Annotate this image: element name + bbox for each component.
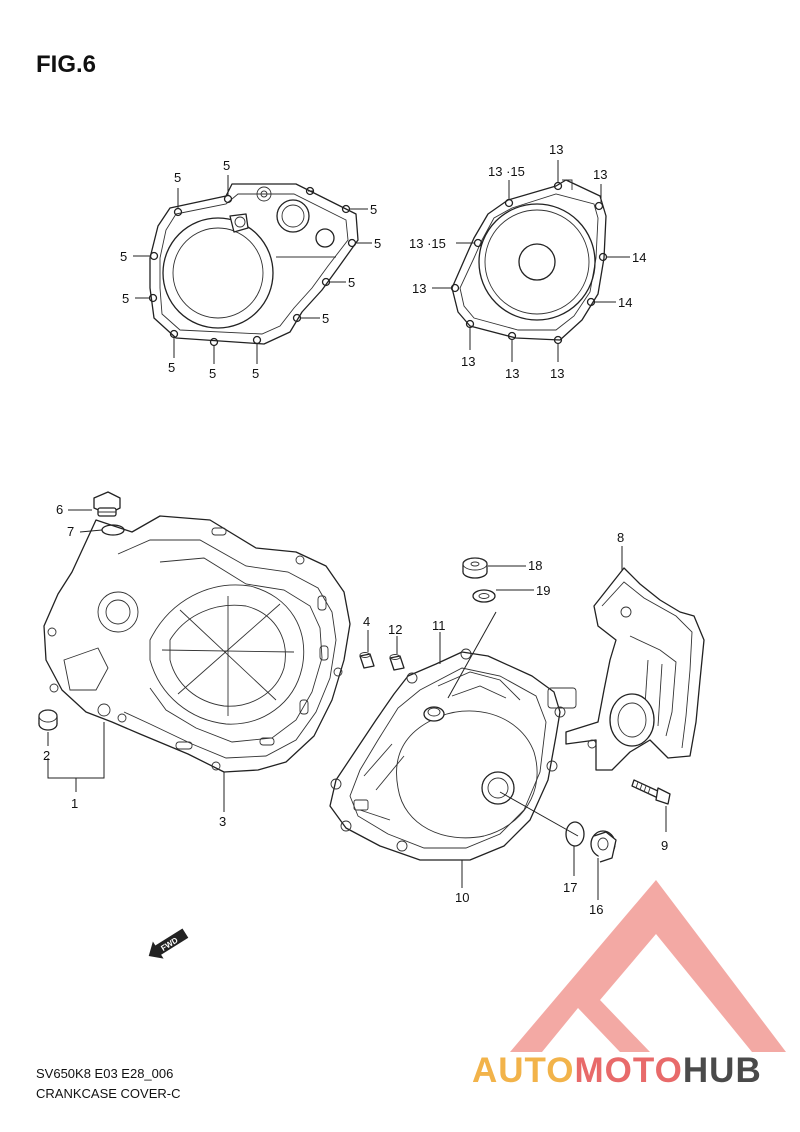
callout-4: 4: [363, 614, 370, 629]
gasket-right: [451, 179, 607, 341]
generator-cover: [329, 648, 577, 861]
callout-18: 18: [528, 558, 542, 573]
gasket-right-leaders: [432, 160, 630, 362]
callout-14-b: 14: [618, 295, 632, 310]
callout-9: 9: [661, 838, 668, 853]
timing-plug: [590, 830, 617, 863]
callout-5-a: 5: [174, 170, 181, 185]
diagram-name: CRANKCASE COVER-C: [36, 1086, 180, 1101]
callout-10: 10: [455, 890, 469, 905]
oil-filler-cap: [93, 491, 121, 517]
leader-grommet-axis: [447, 611, 497, 699]
dowel-pin-4: [359, 652, 375, 669]
bolt: [631, 779, 671, 805]
callout-19: 19: [536, 583, 550, 598]
callout-5-f: 5: [322, 311, 329, 326]
callout-8: 8: [617, 530, 624, 545]
callout-13-a: 13: [549, 142, 563, 157]
callout-13-15-a: 13 ·15: [488, 164, 525, 179]
callout-1: 1: [71, 796, 78, 811]
callout-5-d: 5: [374, 236, 381, 251]
callout-13-f: 13: [550, 366, 564, 381]
diagram-code: SV650K8 E03 E28_006: [36, 1066, 173, 1081]
callout-13-d: 13: [461, 354, 475, 369]
callout-13-b: 13: [593, 167, 607, 182]
callout-5-h: 5: [209, 366, 216, 381]
o-ring-17: [565, 821, 585, 847]
callout-13-c: 13: [412, 281, 426, 296]
callout-5-j: 5: [122, 291, 129, 306]
callout-7: 7: [67, 524, 74, 539]
watermark-text: AUTOMOTOHUB: [472, 1051, 762, 1090]
callout-13-e: 13: [505, 366, 519, 381]
gasket-left-bolt-holes: [148, 186, 357, 347]
gasket-right-bolt-holes: [450, 181, 608, 345]
clutch-cover: [43, 515, 351, 773]
callout-5-i: 5: [168, 360, 175, 375]
washer: [472, 589, 496, 603]
leader-7: [79, 529, 103, 533]
grommet: [462, 557, 488, 579]
callout-12: 12: [388, 622, 402, 637]
watermark-auto: AUTO: [472, 1051, 575, 1090]
watermark-logo: AUTOMOTOHUB: [472, 880, 786, 1090]
callout-2: 2: [43, 748, 50, 763]
watermark-triangle-icon: [510, 880, 786, 1052]
callout-6: 6: [56, 502, 63, 517]
figure-title: FIG.6: [36, 51, 96, 78]
washer-hole: [478, 593, 490, 599]
callout-5-g: 5: [252, 366, 259, 381]
callout-13-15-b: 13 ·15: [409, 236, 446, 251]
callout-11: 11: [432, 618, 446, 633]
callout-5-c: 5: [370, 202, 377, 217]
callout-16: 16: [589, 902, 603, 917]
watermark-hub: HUB: [683, 1051, 762, 1090]
dowel-pin-12: [389, 654, 405, 671]
gasket-left-leaders: [133, 175, 372, 364]
callout-17: 17: [563, 880, 577, 895]
leader-plug-axis: [499, 791, 579, 837]
callout-14-a: 14: [632, 250, 646, 265]
callout-5-e: 5: [348, 275, 355, 290]
callout-3: 3: [219, 814, 226, 829]
fwd-arrow-icon: FWD: [148, 928, 189, 959]
gasket-left: [149, 183, 359, 345]
leader-1: [47, 722, 105, 779]
callout-5-b: 5: [223, 158, 230, 173]
watermark-moto: MOTO: [575, 1051, 683, 1090]
plug: [38, 709, 58, 731]
o-ring: [101, 524, 125, 536]
callout-5-k: 5: [120, 249, 127, 264]
cover-guard: [565, 567, 705, 771]
